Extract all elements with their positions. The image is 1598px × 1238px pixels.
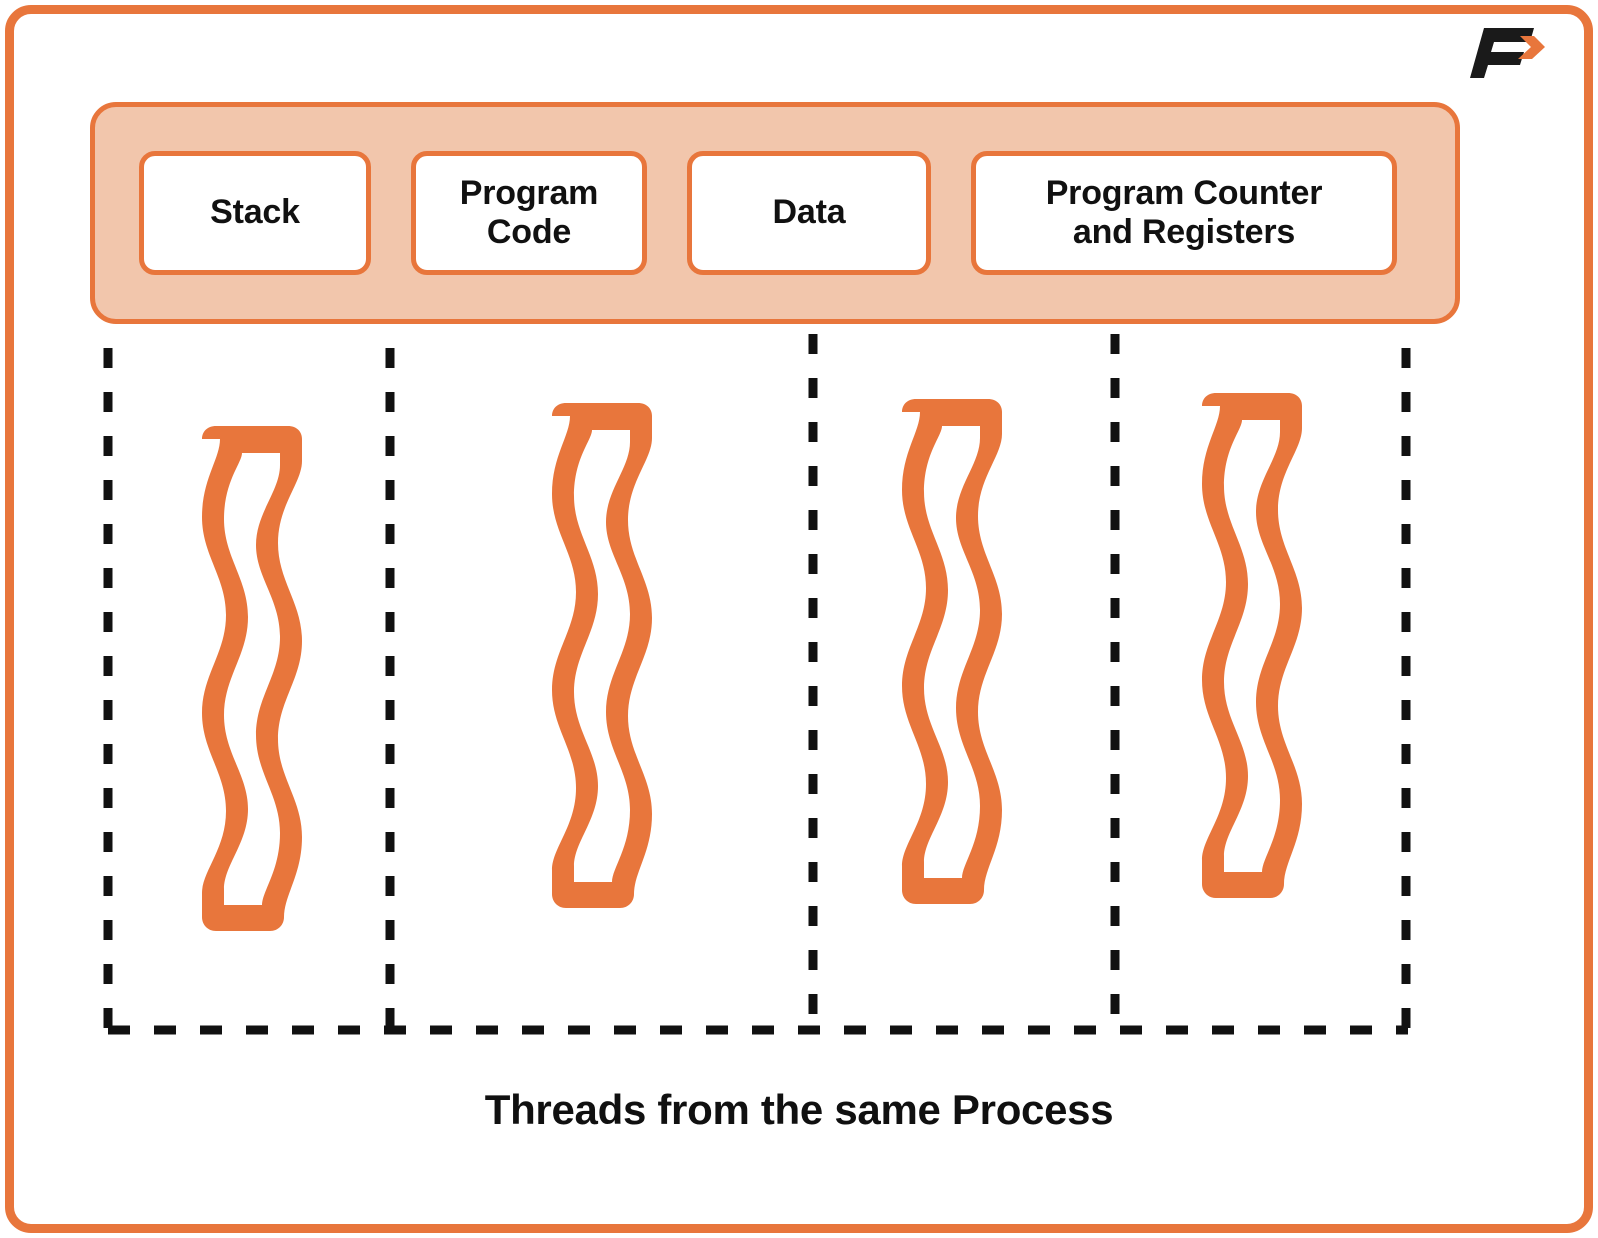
page-title: Threads from the same Process (484, 1086, 1114, 1133)
thread-1-glyph (202, 426, 302, 931)
resource-box-data[interactable]: Data (687, 151, 931, 275)
resource-box-program-code[interactable]: Program Code (411, 151, 647, 275)
thread-columns-area (103, 330, 1412, 1042)
shared-process-resources-banner: Stack Program Code Data Program Counter … (90, 102, 1460, 324)
resource-box-program-code-label: Program Code (459, 173, 599, 251)
resource-box-program-counter-registers-label: Program Counter and Registers (1045, 173, 1323, 251)
resource-box-stack-label: Stack (210, 193, 300, 232)
resource-box-stack[interactable]: Stack (139, 151, 371, 275)
resource-box-program-counter-registers[interactable]: Program Counter and Registers (971, 151, 1397, 275)
f-arrow-logo (1450, 24, 1546, 82)
thread-4-glyph (1202, 393, 1302, 898)
thread-2-glyph (552, 403, 652, 908)
resource-box-data-label: Data (772, 193, 846, 232)
thread-3-glyph (902, 399, 1002, 904)
